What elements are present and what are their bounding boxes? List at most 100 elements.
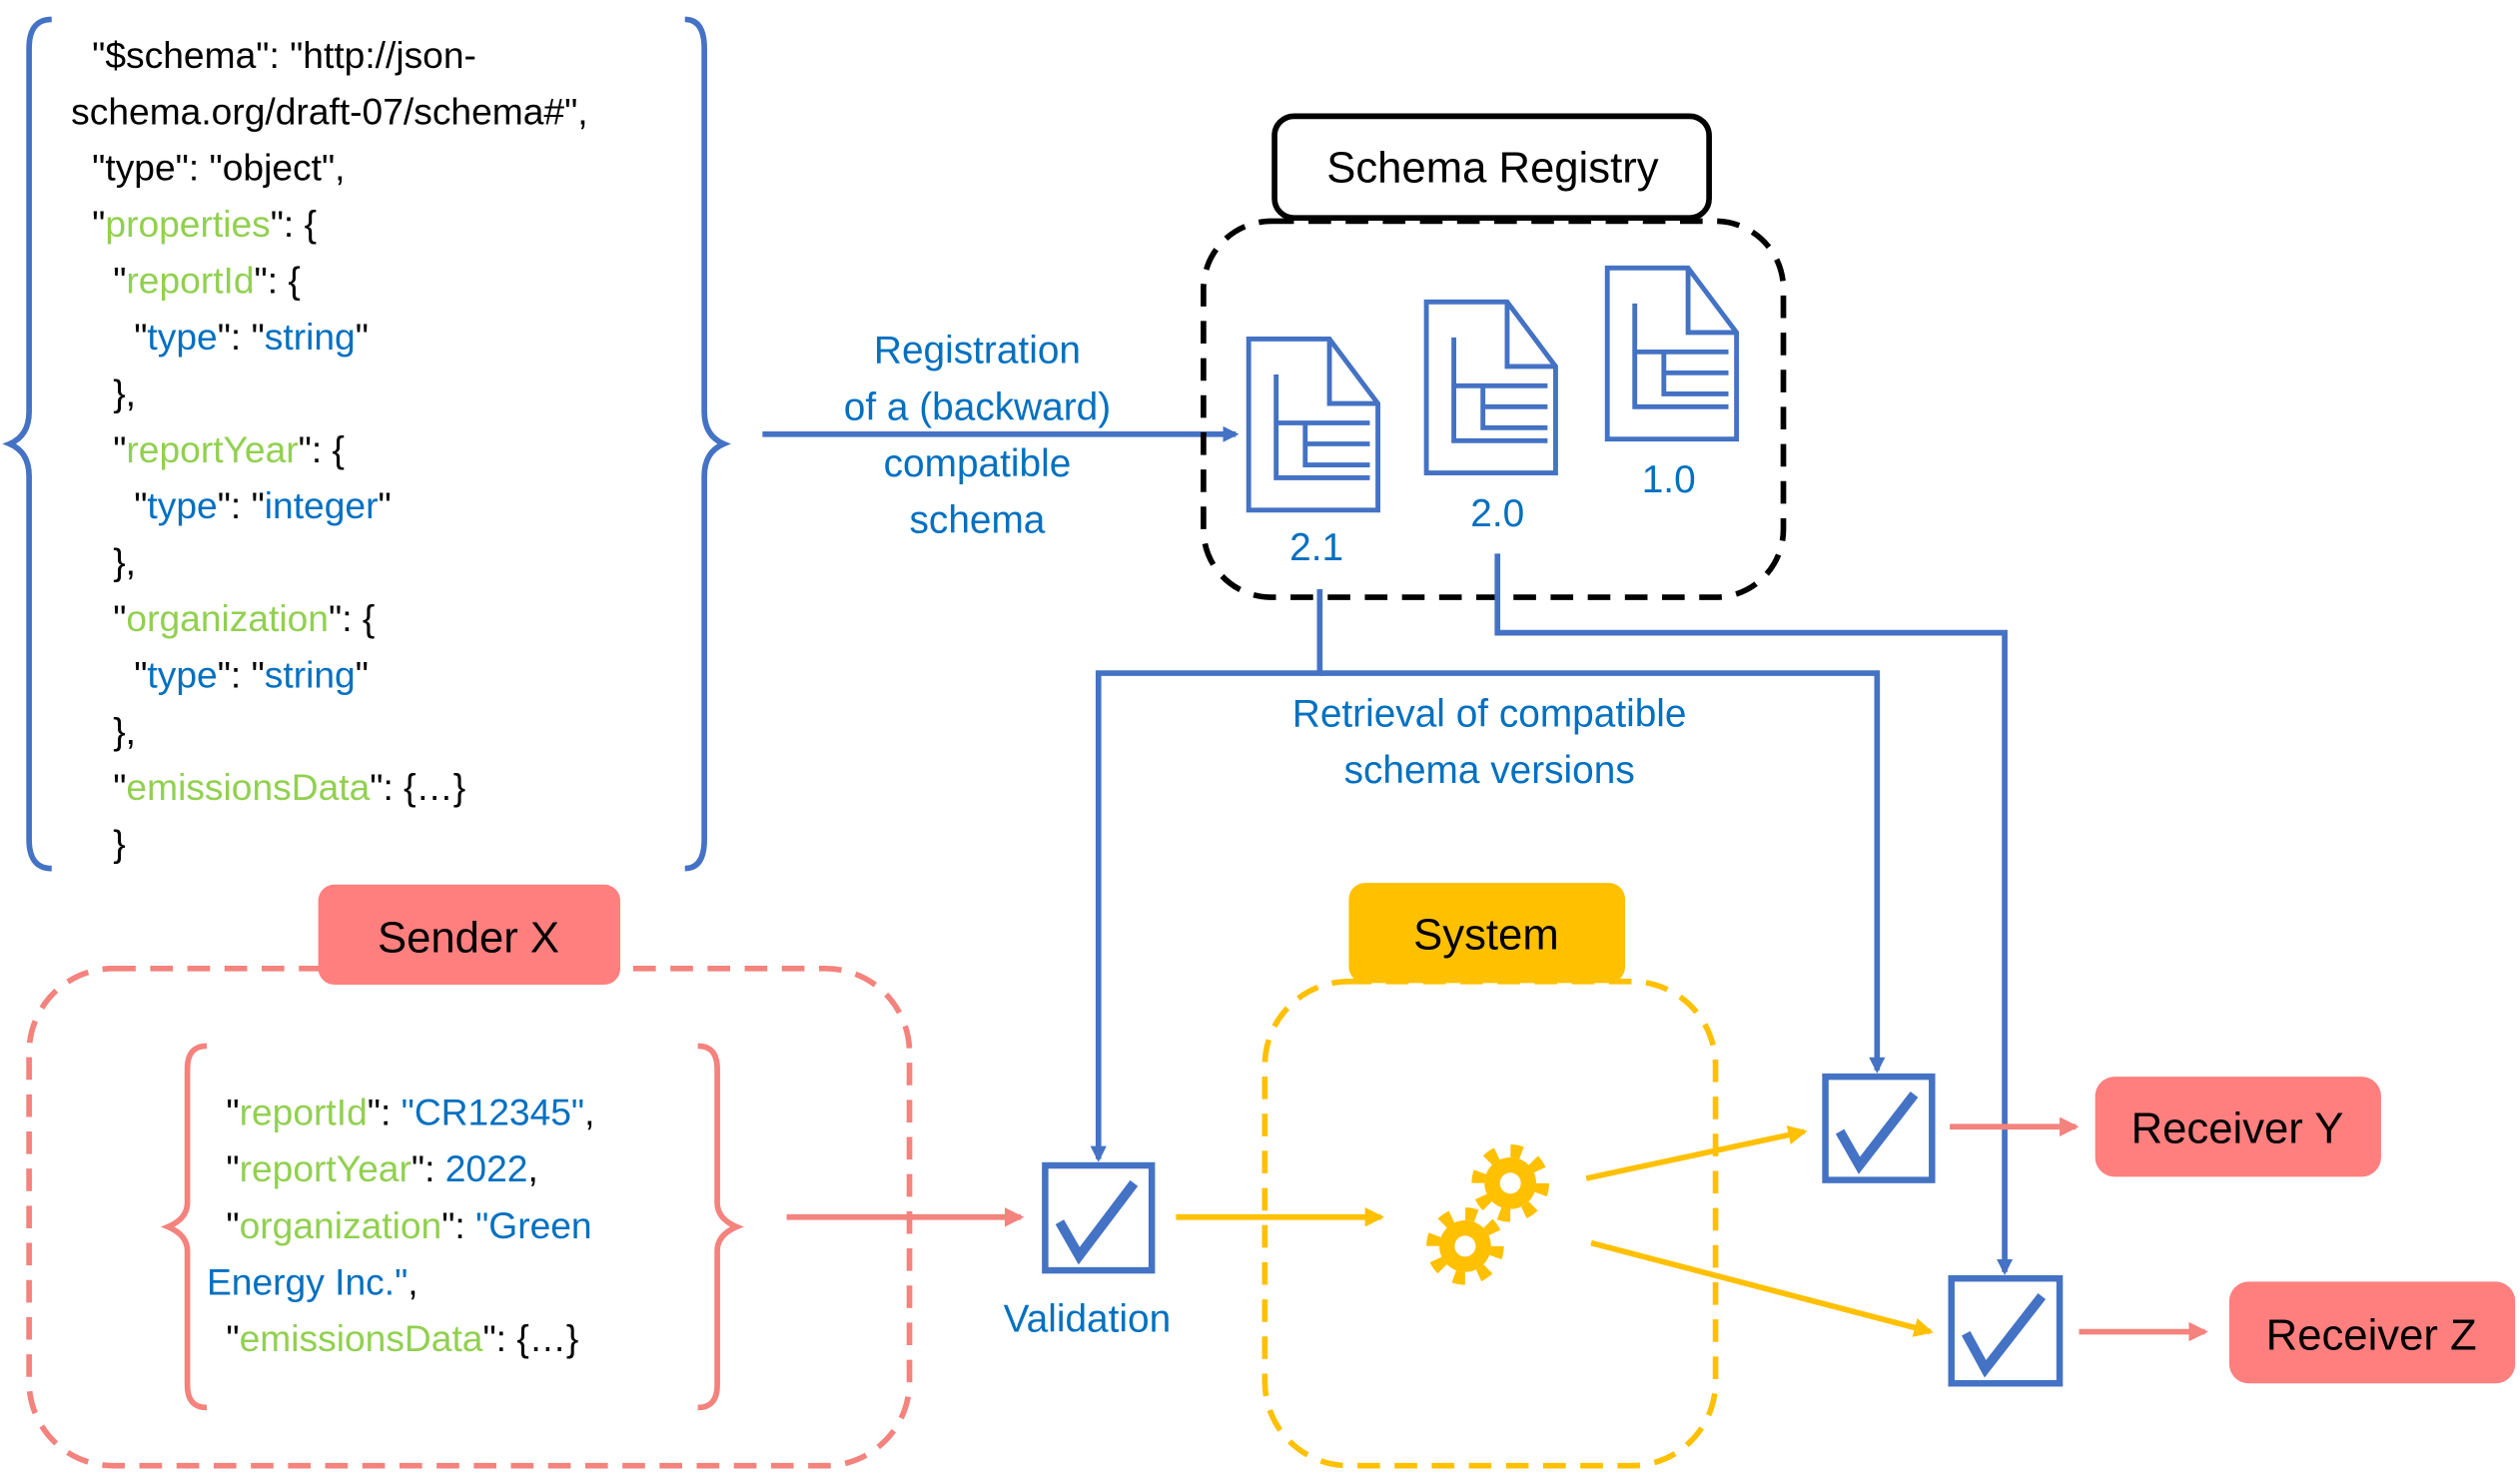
code-token: }, xyxy=(113,541,136,583)
code-token: , xyxy=(527,1147,537,1189)
code-token: organization xyxy=(126,597,329,639)
code-token: properties xyxy=(105,203,270,245)
retrieval-label-line: schema versions xyxy=(1344,749,1635,792)
code-line: "type": "integer" xyxy=(134,484,391,526)
code-line: "type": "string" xyxy=(134,653,369,695)
code-token: type xyxy=(147,316,217,358)
retrieval-line-2-0 xyxy=(1494,553,2014,1275)
gear-icon xyxy=(1478,1150,1543,1215)
checkmark-icon xyxy=(1055,1179,1139,1265)
code-line: "reportYear": 2022, xyxy=(226,1147,537,1189)
version-label: 1.0 xyxy=(1642,458,1696,501)
registry-title: Schema Registry xyxy=(1326,144,1659,193)
code-token: " xyxy=(356,316,369,358)
code-token: " xyxy=(226,1092,239,1133)
code-line: "properties": { xyxy=(92,203,317,245)
code-line: "reportId": { xyxy=(113,260,301,302)
code-token: type xyxy=(147,653,217,695)
code-token: integer xyxy=(265,484,379,526)
code-token: , xyxy=(408,1260,418,1302)
code-token: } xyxy=(113,823,125,865)
code-line: "organization": { xyxy=(113,597,375,639)
code-token: " xyxy=(226,1317,239,1359)
code-token: "type": "object", xyxy=(92,147,345,189)
code-token: ": { xyxy=(271,203,317,245)
code-token: " xyxy=(113,260,126,302)
schema-left-brace xyxy=(2,16,52,872)
code-token: reportId xyxy=(240,1092,368,1133)
message-right-brace xyxy=(697,1043,744,1411)
schema-code: "$schema": "http://json-schema.org/draft… xyxy=(71,34,587,865)
code-token: " xyxy=(134,653,147,695)
code-line: schema.org/draft-07/schema#", xyxy=(71,90,587,132)
system-to-receiver-z-arrow xyxy=(1590,1239,1934,1337)
code-token: " xyxy=(134,316,147,358)
code-line: "emissionsData": {…} xyxy=(113,766,465,808)
schema-right-brace xyxy=(684,16,731,872)
code-line: }, xyxy=(113,541,136,583)
schema-document-icon xyxy=(1607,268,1736,438)
message-left-brace xyxy=(160,1043,208,1411)
code-token: ": " xyxy=(218,484,265,526)
schema-document-icon xyxy=(1426,302,1555,472)
code-token: ": {…} xyxy=(370,766,465,808)
message-code: "reportId": "CR12345","reportYear": 2022… xyxy=(207,1092,594,1359)
code-token: "Green xyxy=(475,1204,592,1246)
code-token: " xyxy=(226,1147,239,1189)
registration-label-line: schema xyxy=(910,498,1046,541)
code-token: " xyxy=(134,484,147,526)
code-token: " xyxy=(226,1204,239,1246)
retrieval-label-line: Retrieval of compatible xyxy=(1292,692,1687,735)
system-container xyxy=(1261,978,1719,1469)
code-token: ": xyxy=(441,1204,475,1246)
code-token: string xyxy=(265,653,356,695)
code-token: ": xyxy=(412,1147,445,1189)
code-token: 2022 xyxy=(445,1147,528,1189)
registration-label: Registration of a (backward) compatible … xyxy=(844,330,1111,542)
sender-title-box xyxy=(318,884,621,985)
system-to-receiver-y-arrow xyxy=(1585,1125,1808,1181)
code-token: }, xyxy=(113,371,136,413)
registration-label-line: of a (backward) xyxy=(844,385,1111,428)
registration-label-line: Registration xyxy=(874,330,1081,372)
retrieval-line-2-1-receiver-y xyxy=(1319,670,1886,1074)
code-token: " xyxy=(356,653,369,695)
registry-title-box xyxy=(1271,113,1712,222)
code-line: "emissionsData": {…} xyxy=(226,1317,578,1359)
receiver-z-box xyxy=(2228,1281,2516,1384)
sender-title: Sender X xyxy=(378,914,559,963)
code-token: ": " xyxy=(218,653,265,695)
code-line: }, xyxy=(113,371,136,413)
receiver-y-check-box xyxy=(1822,1073,1936,1183)
version-label: 2.1 xyxy=(1289,526,1343,569)
system-title-box xyxy=(1348,883,1626,984)
code-token: "$schema": "http://json- xyxy=(92,34,476,76)
code-token: " xyxy=(92,203,105,245)
code-token: ": { xyxy=(299,428,345,470)
checkmark-icon xyxy=(1835,1091,1919,1174)
code-line: "organization": "Green xyxy=(226,1204,591,1246)
code-token: " xyxy=(113,428,126,470)
code-token: type xyxy=(147,484,217,526)
code-line: "reportYear": { xyxy=(113,428,345,470)
system-title: System xyxy=(1413,910,1559,959)
schema-document-icon xyxy=(1249,339,1377,509)
code-line: }, xyxy=(113,710,136,752)
code-token: Energy Inc." xyxy=(207,1260,408,1302)
code-token: emissionsData xyxy=(126,766,370,808)
receiver-z-check-box xyxy=(1948,1274,2064,1387)
code-token: emissionsData xyxy=(240,1317,483,1359)
code-line: "type": "string" xyxy=(134,316,369,358)
code-token: reportYear xyxy=(126,428,298,470)
retrieval-line-2-1 xyxy=(1090,588,1323,1162)
registration-label-line: compatible xyxy=(884,442,1072,485)
receiver-y-box xyxy=(2095,1077,2381,1177)
checkmark-icon xyxy=(1962,1292,2047,1378)
registry-container xyxy=(1201,218,1787,600)
code-token: ": { xyxy=(329,597,375,639)
code-line: Energy Inc.", xyxy=(207,1260,419,1302)
code-token: " xyxy=(378,484,391,526)
version-label: 2.0 xyxy=(1470,492,1524,535)
code-token: ": {…} xyxy=(482,1317,578,1359)
